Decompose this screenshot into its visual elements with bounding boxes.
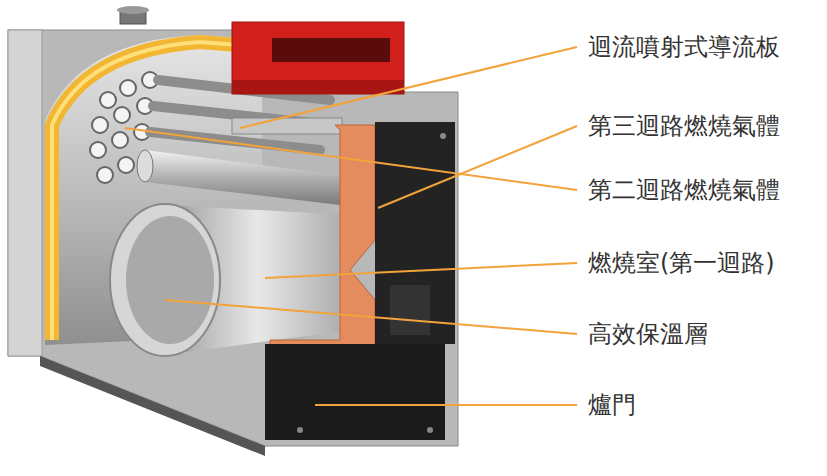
part-label: 迴流噴射式導流板 — [588, 33, 780, 62]
part-label: 燃燒室(第一迴路) — [588, 249, 775, 278]
furnace-inner — [126, 216, 214, 344]
furnace-opening — [110, 204, 220, 356]
third-pass-tube — [145, 150, 340, 205]
base — [40, 356, 265, 456]
controller-display — [272, 38, 390, 62]
door — [265, 344, 445, 440]
front-panel — [375, 122, 455, 344]
leader-lines — [125, 47, 577, 405]
part-label: 第二迴路燃燒氣體 — [588, 176, 780, 205]
part-label: 第三迴路燃燒氣體 — [588, 112, 780, 141]
door-hatch — [390, 285, 430, 335]
controller — [232, 22, 404, 94]
part-label: 爐門 — [588, 391, 636, 420]
part-label: 高效保溫層 — [588, 320, 708, 349]
second-pass-tubes — [90, 72, 158, 183]
side-panel — [8, 30, 42, 356]
tube-end — [137, 150, 153, 182]
